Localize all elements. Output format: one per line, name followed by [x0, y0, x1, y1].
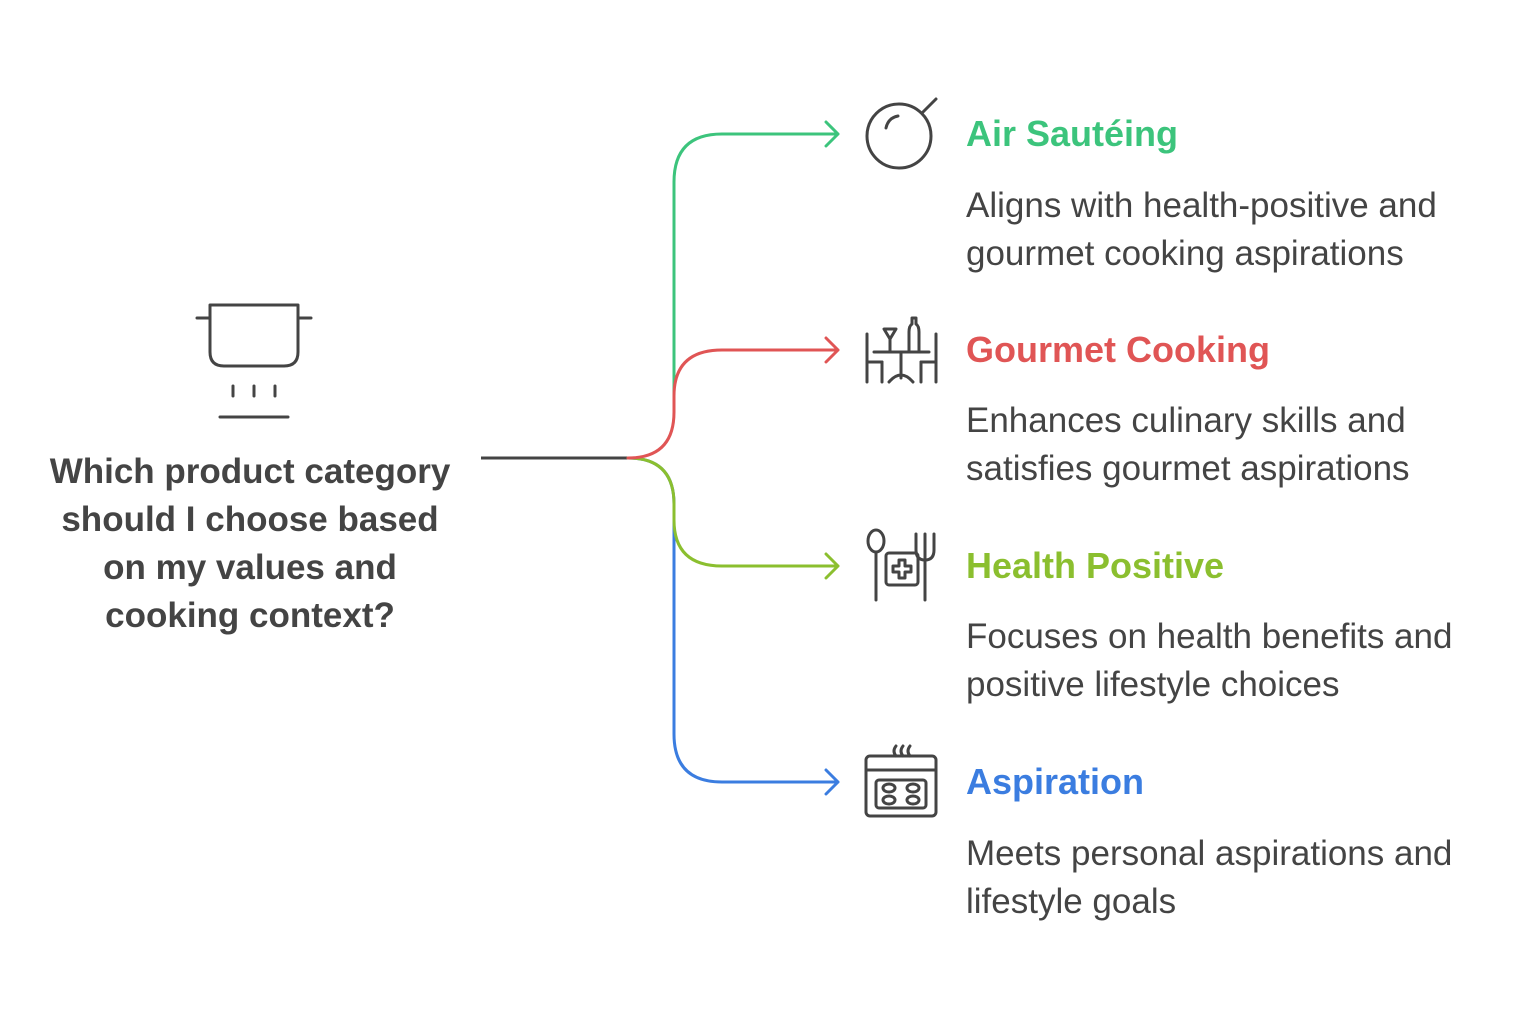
oven-icon: [864, 744, 938, 818]
dining-table-icon: [865, 316, 938, 384]
option-title-gourmet-cooking: Gourmet Cooking: [966, 329, 1270, 370]
connector-branch-aspiration: [626, 456, 840, 796]
option-description-health-positive: Focuses on health benefits and positive …: [966, 617, 1453, 704]
healthy-utensils-icon: [866, 528, 936, 602]
option-description-gourmet-cooking: Enhances culinary skills and satisfies g…: [966, 401, 1410, 488]
option-description-aspiration: Meets personal aspirations and lifestyle…: [966, 834, 1453, 921]
option-description-air-sauteing: Aligns with health-positive and gourmet …: [966, 186, 1437, 273]
cooking-pot-icon: [195, 303, 313, 419]
frying-pan-icon: [865, 97, 938, 170]
connector-branch-air-sauteing: [672, 120, 840, 402]
connector-branch-health-positive: [626, 456, 840, 580]
option-title-health-positive: Health Positive: [966, 545, 1225, 586]
option-title-air-sauteing: Air Sautéing: [966, 113, 1179, 154]
connector-branch-gourmet-cooking: [626, 336, 840, 460]
central-question: Which product category should I choose b…: [49, 452, 451, 635]
option-title-aspiration: Aspiration: [966, 761, 1145, 802]
